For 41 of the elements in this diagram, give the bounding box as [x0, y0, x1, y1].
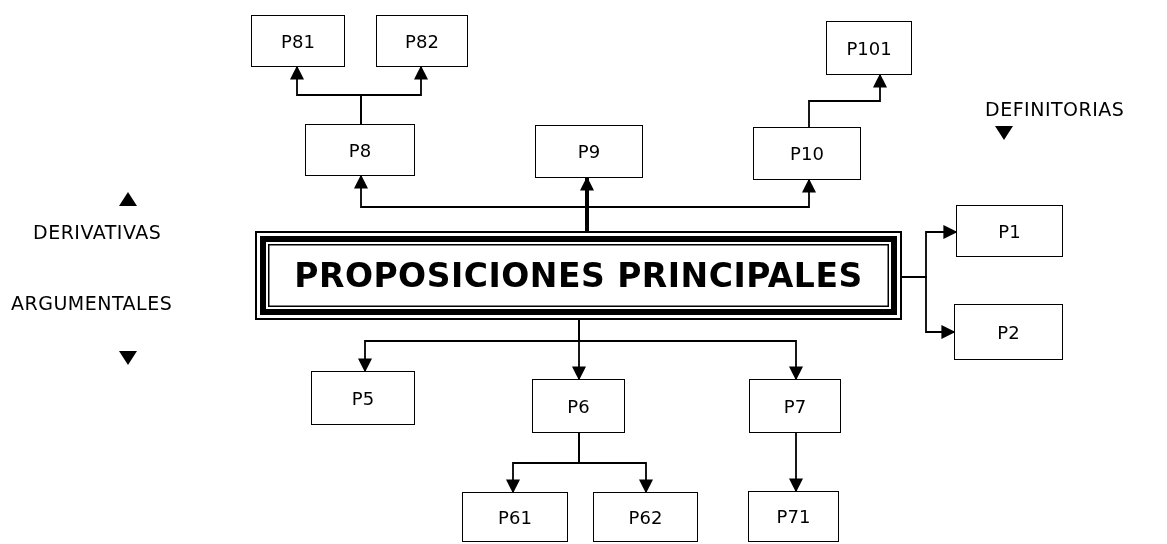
arrow	[901, 276, 956, 339]
proposition-box	[748, 491, 839, 542]
arrow	[586, 178, 816, 232]
node-text: P10	[790, 143, 824, 164]
proposition-box	[956, 205, 1063, 257]
arrow	[808, 73, 887, 128]
proposition-box	[753, 127, 861, 180]
category-label: ARGUMENTALES	[11, 292, 173, 314]
node-text: P71	[776, 506, 811, 527]
node-text: P1	[998, 220, 1021, 242]
node-text: P81	[281, 30, 315, 52]
node-text: PROPOSICIONES PRINCIPALES	[294, 256, 863, 295]
proposition-box	[532, 379, 625, 433]
node-text: P9	[577, 141, 601, 162]
node-text: P2	[997, 321, 1020, 343]
proposition-box	[749, 379, 841, 433]
category-label: DERIVATIVAS	[33, 221, 162, 243]
arrow	[360, 65, 428, 125]
proposition-box	[954, 304, 1063, 360]
proposition-box	[826, 21, 912, 75]
proposition-box	[311, 371, 415, 425]
arrow	[578, 432, 653, 494]
node-text: P82	[405, 30, 439, 52]
proposition-box	[376, 15, 468, 67]
node-text: P8	[348, 139, 372, 161]
proposition-box	[535, 125, 643, 178]
arrow	[580, 176, 594, 231]
node-text: P61	[498, 506, 532, 528]
proposition-box	[305, 124, 415, 176]
category-label: DEFINITORIAS	[985, 98, 1125, 120]
proposition-box	[593, 492, 698, 542]
proposition-box	[251, 15, 345, 67]
proposition-box	[462, 492, 568, 542]
node-text: P7	[783, 395, 807, 417]
main-topic-box	[255, 231, 902, 320]
node-text: P62	[628, 506, 663, 528]
arrow	[789, 432, 803, 493]
node-text: P101	[846, 37, 892, 59]
node-text: P5	[351, 387, 375, 409]
arrow	[578, 319, 803, 381]
node-text: P6	[567, 395, 590, 417]
